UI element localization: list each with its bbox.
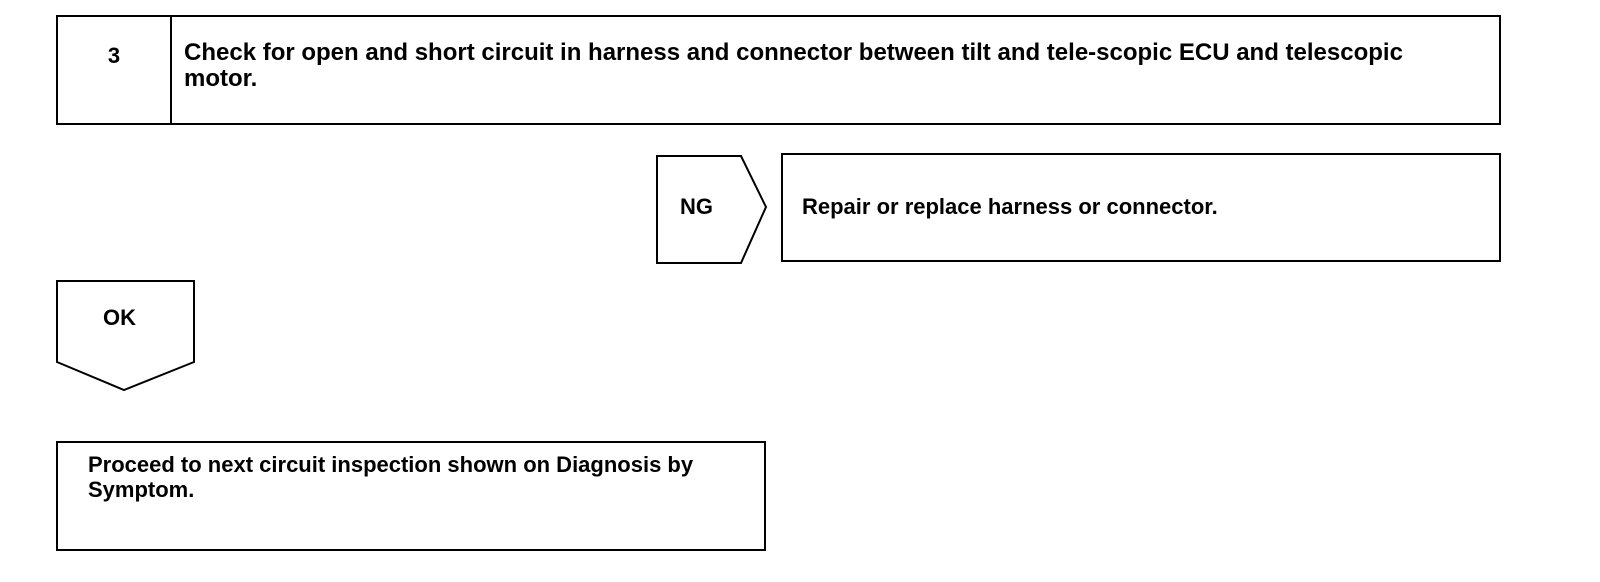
- ok-arrow-shape: [56, 280, 195, 392]
- ng-result-text: Repair or replace harness or connector.: [802, 194, 1218, 219]
- final-action-text: Proceed to next circuit inspection shown…: [88, 452, 694, 502]
- step-number: 3: [107, 43, 121, 68]
- ng-label: NG: [680, 194, 713, 219]
- step-box: [56, 15, 1501, 125]
- step-title: Check for open and short circuit in harn…: [184, 39, 1403, 92]
- final-action-box: [56, 441, 766, 551]
- ng-result-box: [781, 153, 1501, 262]
- ok-label: OK: [103, 305, 136, 330]
- ng-arrow-shape: [656, 155, 768, 264]
